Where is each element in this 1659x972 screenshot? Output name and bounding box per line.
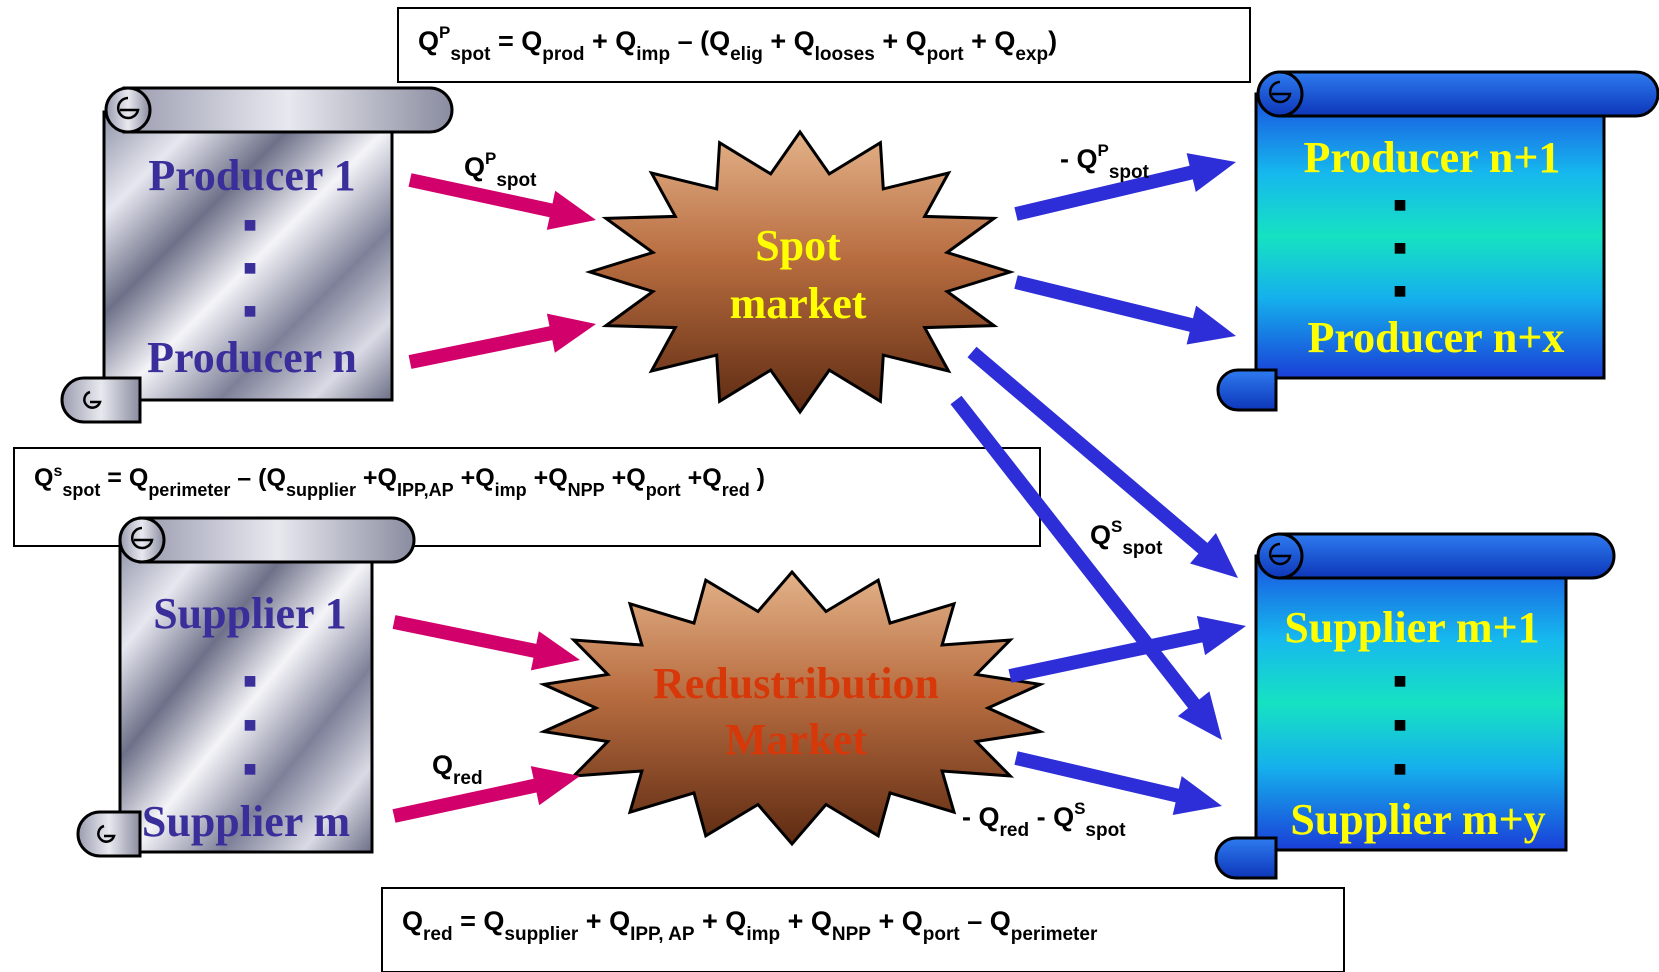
supplier-buyer-first-label: Supplier m+1 [1284,603,1539,652]
ellipsis-dot: ■ [243,668,256,693]
suppliers-scroll: Supplier 1 ■ ■ ■ Supplier m [76,516,416,858]
redistribution-market-label-line1: Redustribution [653,659,939,708]
ellipsis-dot: ■ [1393,192,1406,217]
producer-first-label: Producer 1 [148,151,355,200]
arrow-redistribution-to-supplier-m1 [1008,616,1246,683]
ellipsis-dot: ■ [1393,712,1406,737]
arrow-supplier1-to-redistribution [392,615,580,671]
arrow-spot-to-supplier-m1 [967,346,1238,578]
redistribution-market-label-line2: Market [725,715,867,764]
ellipsis-dot: ■ [1393,235,1406,260]
spot-market-label-line2: market [730,279,867,328]
redistribution-market-burst [538,569,1046,847]
suppliers-buyers-scroll: Supplier m+1 ■ ■ ■ Supplier m+y [1214,532,1616,880]
ellipsis-dot: ■ [1393,756,1406,781]
arrow-label-q-red: Qred [432,750,483,789]
producers-scroll: Producer 1 ■ ■ ■ Producer n [60,86,454,424]
producer-buyer-last-label: Producer n+x [1308,313,1565,362]
arrow-redistribution-to-supplier-my [1014,751,1222,815]
arrow-label-neg-qp-spot: - QPspot [1060,141,1150,183]
formula-middle: Qsspot = Qperimeter – (Qsupplier +QIPP,A… [34,463,765,500]
arrow-producern-to-spot [408,313,596,369]
flow-arrows [392,153,1246,823]
arrow-spot-to-supplier-my [950,395,1222,740]
formula-top-box [397,7,1251,83]
arrow-spot-to-producer-nx [1014,275,1236,345]
spot-market-burst [584,129,1016,415]
formula-bottom-box [381,887,1345,972]
arrow-label-neg-red-spot: - Qred - QSspot [962,799,1126,841]
ellipsis-dot: ■ [1393,278,1406,303]
ellipsis-dot: ■ [243,255,256,280]
ellipsis-dot: ■ [243,212,256,237]
arrow-supplierm-to-redistribution [392,766,580,823]
supplier-first-label: Supplier 1 [153,589,347,638]
arrow-label-qp-spot: QPspot [464,149,537,191]
ellipsis-dot: ■ [1393,668,1406,693]
formula-top: QPspot = Qprod + Qimp – (Qelig + Qlooses… [418,23,1057,65]
arrow-producer1-to-spot [408,173,596,230]
producers-buyers-scroll: Producer n+1 ■ ■ ■ Producer n+x [1216,70,1659,412]
ellipsis-dot: ■ [243,712,256,737]
arrow-label-qs-spot: QSspot [1090,517,1163,559]
ellipsis-dot: ■ [243,298,256,323]
formula-bottom: Qred = Qsupplier + QIPP, AP + Qimp + QNP… [402,906,1098,945]
spot-market-label-line1: Spot [755,221,841,270]
producer-buyer-first-label: Producer n+1 [1304,133,1561,182]
supplier-buyer-last-label: Supplier m+y [1290,795,1545,844]
supplier-last-label: Supplier m [142,797,350,846]
producer-last-label: Producer n [147,333,357,382]
arrow-spot-to-producer-n1 [1014,153,1236,221]
ellipsis-dot: ■ [243,756,256,781]
